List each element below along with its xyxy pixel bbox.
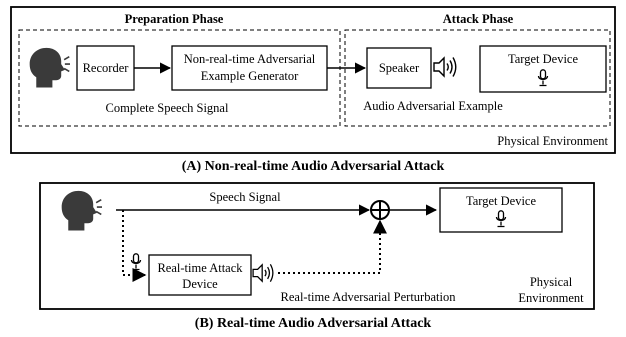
physical-environment-frame-a [10,6,616,154]
dotted-perturbation-line [278,219,387,274]
physical-environment-label-b-line2: Environment [518,291,584,305]
target-device-label-a: Target Device [508,52,578,66]
realtime-attack-device-line1: Real-time Attack [157,261,243,275]
speaker-icon [433,56,457,78]
speaking-head-icon [60,189,103,232]
audio-adversarial-example-label: Audio Adversarial Example [363,99,503,113]
recorder-label: Recorder [83,61,130,75]
speaker-icon [252,263,274,283]
complete-speech-signal-label: Complete Speech Signal [106,101,229,115]
panel-a: Preparation Phase Attack Phase Recorder … [10,6,616,174]
speaker-label: Speaker [379,61,420,75]
realtime-attack-device-line2: Device [182,277,218,291]
panel-b: Speech Signal Target Device Real-time At… [39,182,595,331]
caption-b: (B) Real-time Audio Adversarial Attack [195,316,432,331]
dotted-branch-to-attack-device [122,210,147,282]
preparation-phase-title: Preparation Phase [125,12,224,26]
microphone-icon [130,253,142,271]
realtime-perturbation-label: Real-time Adversarial Perturbation [281,290,457,304]
generator-label-line2: Example Generator [201,69,299,83]
caption-a: (A) Non-real-time Audio Adversarial Atta… [182,159,445,174]
physical-environment-frame-b [39,182,595,310]
speech-signal-label: Speech Signal [209,190,281,204]
physical-environment-label-a: Physical Environment [497,134,608,148]
speaker-box [366,47,432,89]
target-device-label-b: Target Device [466,194,536,208]
attack-phase-title: Attack Phase [443,12,514,26]
physical-environment-label-b-line1: Physical [530,275,573,289]
preparation-phase-box [18,29,341,127]
attack-phase-box [344,29,611,127]
realtime-attack-device-box [148,254,252,296]
sum-icon [370,200,390,220]
speaking-head-icon [28,46,71,89]
generator-label-line1: Non-real-time Adversarial [184,52,316,66]
generator-box [171,45,328,91]
